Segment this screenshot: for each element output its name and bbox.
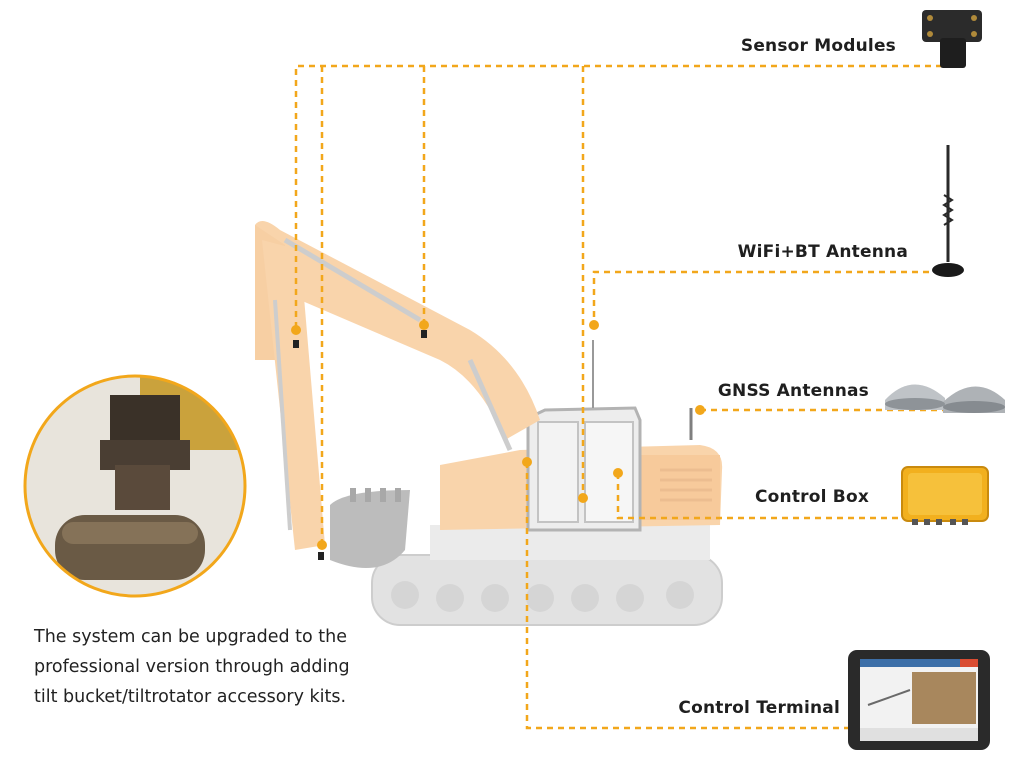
- wifi-antenna-icon: [932, 145, 964, 277]
- sensor-module-icon: [922, 10, 982, 68]
- tilt-bucket-closeup: [23, 374, 247, 598]
- control-terminal-label: Control Terminal: [678, 698, 840, 718]
- sensor-modules-label: Sensor Modules: [740, 36, 896, 56]
- leader-dots: [291, 320, 705, 550]
- wifi-bt-antenna-label: WiFi+BT Antenna: [737, 242, 908, 262]
- control-box-label: Control Box: [755, 487, 869, 507]
- tablet-terminal-icon: [848, 650, 990, 750]
- control-box-icon: [901, 466, 989, 525]
- excavator-illustration: [255, 221, 723, 626]
- gnss-antennas-label: GNSS Antennas: [717, 381, 869, 401]
- upgrade-note: The system can be upgraded to the profes…: [34, 627, 350, 707]
- gnss-antenna-icon: [885, 384, 1005, 413]
- machine-sensor-markers: [293, 330, 427, 560]
